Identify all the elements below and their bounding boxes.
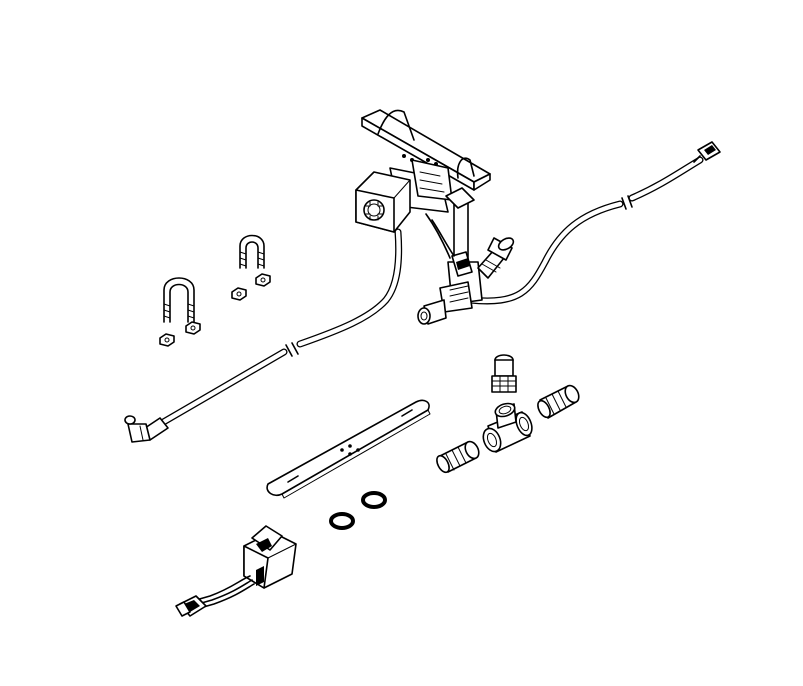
rocker-switch bbox=[243, 525, 297, 589]
electrical-connector bbox=[175, 595, 207, 617]
hose-barb-connector bbox=[436, 440, 480, 474]
tee-fitting bbox=[482, 402, 533, 453]
hex-nut bbox=[231, 287, 247, 301]
u-bolt-right bbox=[231, 234, 271, 301]
wire-harness-hose bbox=[466, 141, 721, 305]
pump-assembly bbox=[355, 109, 515, 325]
u-bolt-left bbox=[159, 277, 201, 347]
pump-side-port bbox=[477, 237, 515, 279]
hose-elbow-fitting bbox=[124, 415, 169, 443]
pressure-switch bbox=[425, 213, 473, 277]
o-ring bbox=[361, 491, 387, 509]
hex-nut bbox=[159, 333, 175, 347]
o-ring bbox=[329, 512, 355, 530]
pump-motor-housing bbox=[355, 171, 411, 233]
pump-valve-body bbox=[417, 261, 483, 325]
straight-hose-barb bbox=[491, 354, 517, 393]
hex-nut bbox=[255, 273, 271, 287]
mounting-strap bbox=[266, 399, 431, 499]
harness-connector bbox=[693, 141, 721, 163]
threaded-hose-barb bbox=[537, 384, 580, 419]
hex-nut bbox=[185, 321, 201, 335]
switch-wires bbox=[195, 575, 255, 609]
water-hose-long bbox=[124, 228, 403, 443]
